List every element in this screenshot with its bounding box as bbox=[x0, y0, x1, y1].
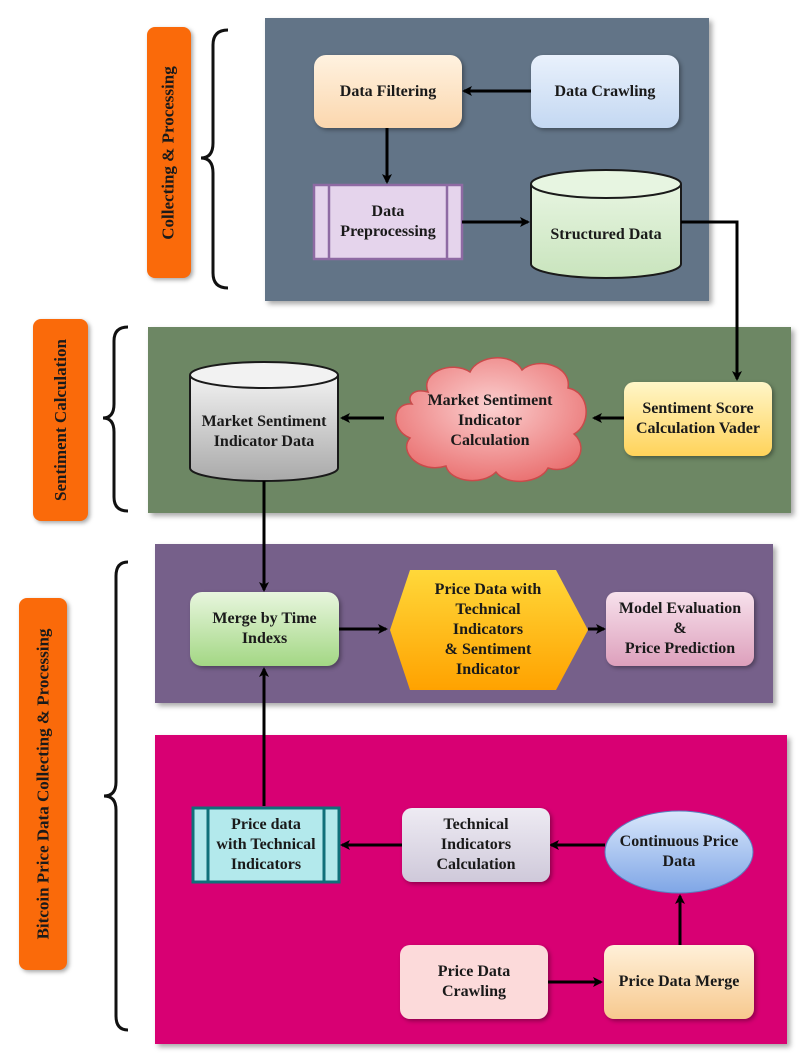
model-eval-label: Model Evaluation & Price Prediction bbox=[618, 600, 742, 657]
brace-bitcoin bbox=[103, 560, 129, 1032]
brace-collecting bbox=[200, 28, 229, 290]
data-crawling-box: Data Crawling bbox=[531, 55, 679, 128]
market-sentiment-calc-label: Market Sentiment Indicator Calculation bbox=[427, 392, 553, 449]
tech-calc-label: Technical Indicators Calculation bbox=[436, 816, 516, 873]
tech-calc-box: Technical Indicators Calculation bbox=[402, 808, 550, 882]
merge-time-label: Merge by Time Indexs bbox=[212, 610, 317, 647]
sentiment-score-label: Sentiment Score Calculation Vader bbox=[635, 400, 760, 437]
section-label-bitcoin: Bitcoin Price Data Collecting & Processi… bbox=[19, 598, 67, 970]
data-filtering-box: Data Filtering bbox=[314, 55, 462, 128]
structured-data-label: Structured Data bbox=[550, 226, 662, 243]
section-label-sentiment-text: Sentiment Calculation bbox=[50, 339, 70, 501]
section-label-collecting-text: Collecting & Processing bbox=[159, 65, 178, 240]
price-tech-sentiment-text: Price Data with Technical Indicators & S… bbox=[400, 570, 576, 690]
model-eval-box: Model Evaluation & Price Prediction bbox=[606, 592, 754, 666]
section-label-collecting: Collecting & Processing bbox=[147, 27, 191, 278]
price-merge-box: Price Data Merge bbox=[604, 945, 754, 1019]
price-tech-sentiment-label: Price Data with Technical Indicators & S… bbox=[434, 581, 542, 678]
market-sentiment-data-label: Market Sentiment Indicator Data bbox=[201, 413, 327, 450]
section-label-sentiment: Sentiment Calculation bbox=[33, 319, 88, 521]
market-sentiment-data-text: Market Sentiment Indicator Data bbox=[190, 392, 338, 472]
sentiment-score-box: Sentiment Score Calculation Vader bbox=[624, 382, 772, 456]
price-crawling-box: Price Data Crawling bbox=[400, 945, 548, 1019]
structured-data-text: Structured Data bbox=[531, 205, 681, 265]
continuous-price-label: Continuous Price Data bbox=[619, 833, 739, 870]
price-tech-label: Price data with Technical Indicators bbox=[216, 816, 316, 873]
price-tech-text: Price data with Technical Indicators bbox=[208, 808, 324, 882]
market-sentiment-calc-text: Market Sentiment Indicator Calculation bbox=[400, 378, 580, 464]
data-filtering-label: Data Filtering bbox=[339, 82, 437, 100]
price-crawling-label: Price Data Crawling bbox=[437, 963, 511, 1000]
merge-time-box: Merge by Time Indexs bbox=[190, 592, 339, 666]
section-label-bitcoin-text: Bitcoin Price Data Collecting & Processi… bbox=[33, 628, 53, 940]
data-preprocessing-text: Data Preprocessing bbox=[329, 185, 447, 259]
data-preprocessing-label: Data Preprocessing bbox=[340, 203, 436, 240]
price-merge-label: Price Data Merge bbox=[618, 973, 740, 990]
continuous-price-text: Continuous Price Data bbox=[605, 811, 753, 893]
brace-sentiment bbox=[102, 325, 129, 513]
data-crawling-label: Data Crawling bbox=[554, 82, 656, 100]
